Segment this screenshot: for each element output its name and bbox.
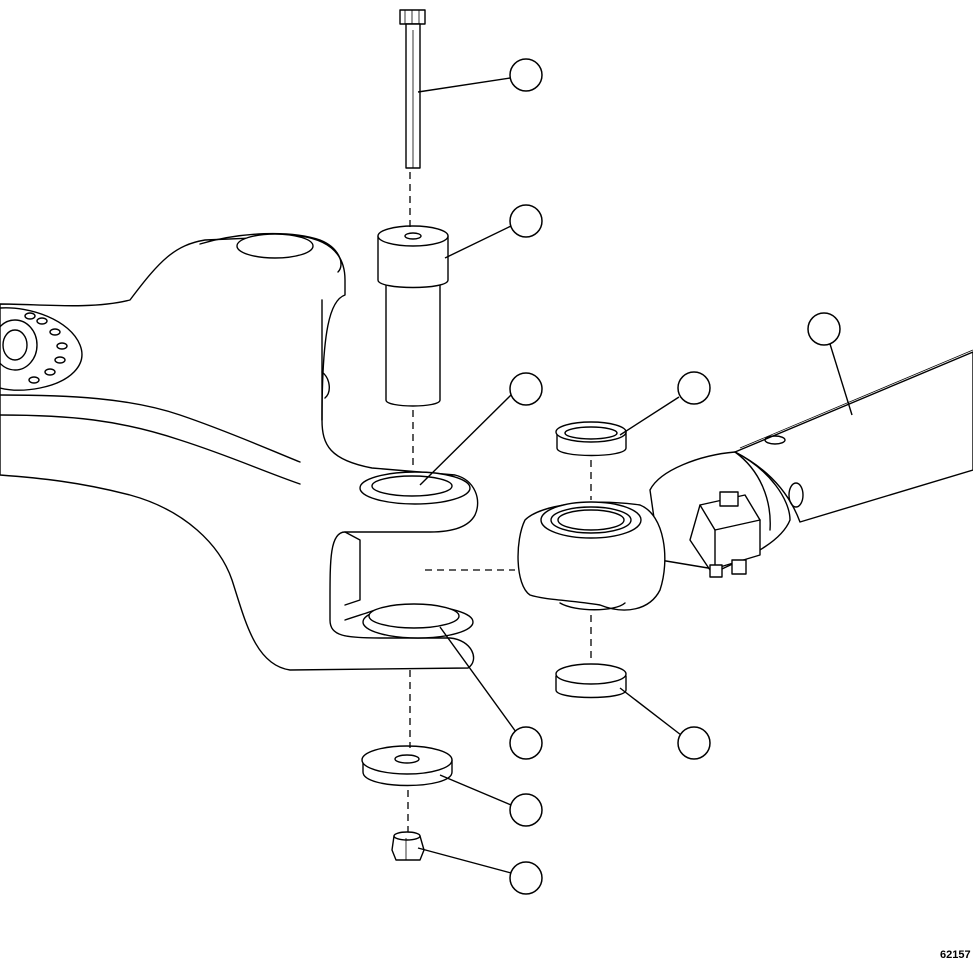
callout-upper-seal — [677, 371, 711, 405]
upper-seal — [555, 421, 627, 457]
callout-sleeve — [509, 204, 543, 238]
bolt — [399, 9, 426, 169]
callout-lower-bearing-bore — [509, 726, 543, 760]
axle-top-boss — [236, 233, 314, 259]
callout-upper-bearing-bore — [509, 372, 543, 406]
callout-bolt — [509, 58, 543, 92]
callouts — [509, 58, 841, 895]
leader-lines — [417, 77, 853, 874]
callout-lower-seal — [677, 726, 711, 760]
lower-seal — [555, 663, 627, 699]
nut — [391, 831, 425, 861]
figure-id-label: 62157 — [940, 949, 971, 960]
center-lines — [407, 172, 592, 832]
axle-housing — [0, 232, 479, 671]
washer — [361, 745, 453, 787]
callout-washer — [509, 793, 543, 827]
steering-cylinder — [517, 349, 973, 611]
upper-bearing-ring — [371, 475, 453, 497]
lower-bearing-ring — [368, 603, 460, 629]
pivot-sleeve — [377, 225, 449, 407]
callout-cylinder — [807, 312, 841, 346]
callout-nut — [509, 861, 543, 895]
hub-flange — [0, 307, 83, 391]
